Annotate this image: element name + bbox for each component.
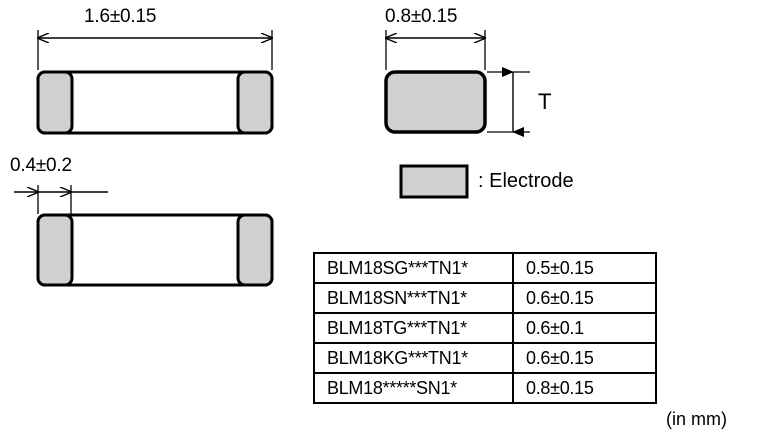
table-cell-part-number: BLM18SN***TN1* (313, 282, 514, 314)
top-view-electrode-left (36, 70, 74, 135)
bottom-view-electrode-right (236, 213, 274, 287)
table-row: BLM18SN***TN1* 0.6±0.15 (313, 282, 657, 314)
table-cell-part-number: BLM18*****SN1* (313, 372, 514, 404)
table-cell-thickness: 0.8±0.15 (512, 372, 657, 404)
bottom-view-electrode-dimension (14, 185, 108, 214)
units-note: (in mm) (666, 409, 727, 429)
table-cell-part-number: BLM18TG***TN1* (313, 312, 514, 344)
table-cell-part-number: BLM18SG***TN1* (313, 252, 514, 284)
legend-electrode-label: : Electrode (478, 170, 574, 192)
table-row: BLM18SG***TN1* 0.5±0.15 (313, 252, 657, 284)
top-view-component (36, 70, 274, 135)
bottom-view-component (36, 213, 274, 287)
top-view-length-dimension-label: 1.6±0.15 (84, 6, 157, 27)
table-cell-thickness: 0.5±0.15 (512, 252, 657, 284)
side-view-body (384, 70, 487, 134)
table-row: BLM18TG***TN1* 0.6±0.1 (313, 312, 657, 344)
top-view-length-dimension (38, 30, 272, 70)
table-row: BLM18*****SN1* 0.8±0.15 (313, 372, 657, 404)
thickness-label: T (538, 89, 552, 114)
top-view-electrode-right (236, 70, 274, 135)
electrode-swatch-icon (399, 164, 469, 199)
side-view-width-dimension (386, 30, 485, 70)
bottom-view-electrode-dimension-label: 0.4±0.2 (10, 155, 72, 176)
table-cell-part-number: BLM18KG***TN1* (313, 342, 514, 374)
thickness-table-body: BLM18SG***TN1* 0.5±0.15 BLM18SN***TN1* 0… (313, 252, 657, 404)
table-cell-thickness: 0.6±0.15 (512, 342, 657, 374)
table-row: BLM18KG***TN1* 0.6±0.15 (313, 342, 657, 374)
side-view-component (384, 70, 487, 134)
legend-electrode-swatch (399, 164, 469, 199)
side-view-width-dimension-label: 0.8±0.15 (385, 6, 458, 27)
table-cell-thickness: 0.6±0.1 (512, 312, 657, 344)
thickness-table: BLM18SG***TN1* 0.5±0.15 BLM18SN***TN1* 0… (313, 252, 657, 404)
bottom-view-electrode-left (36, 213, 74, 287)
side-view-thickness-dimension (487, 67, 530, 137)
table-cell-thickness: 0.6±0.15 (512, 282, 657, 314)
